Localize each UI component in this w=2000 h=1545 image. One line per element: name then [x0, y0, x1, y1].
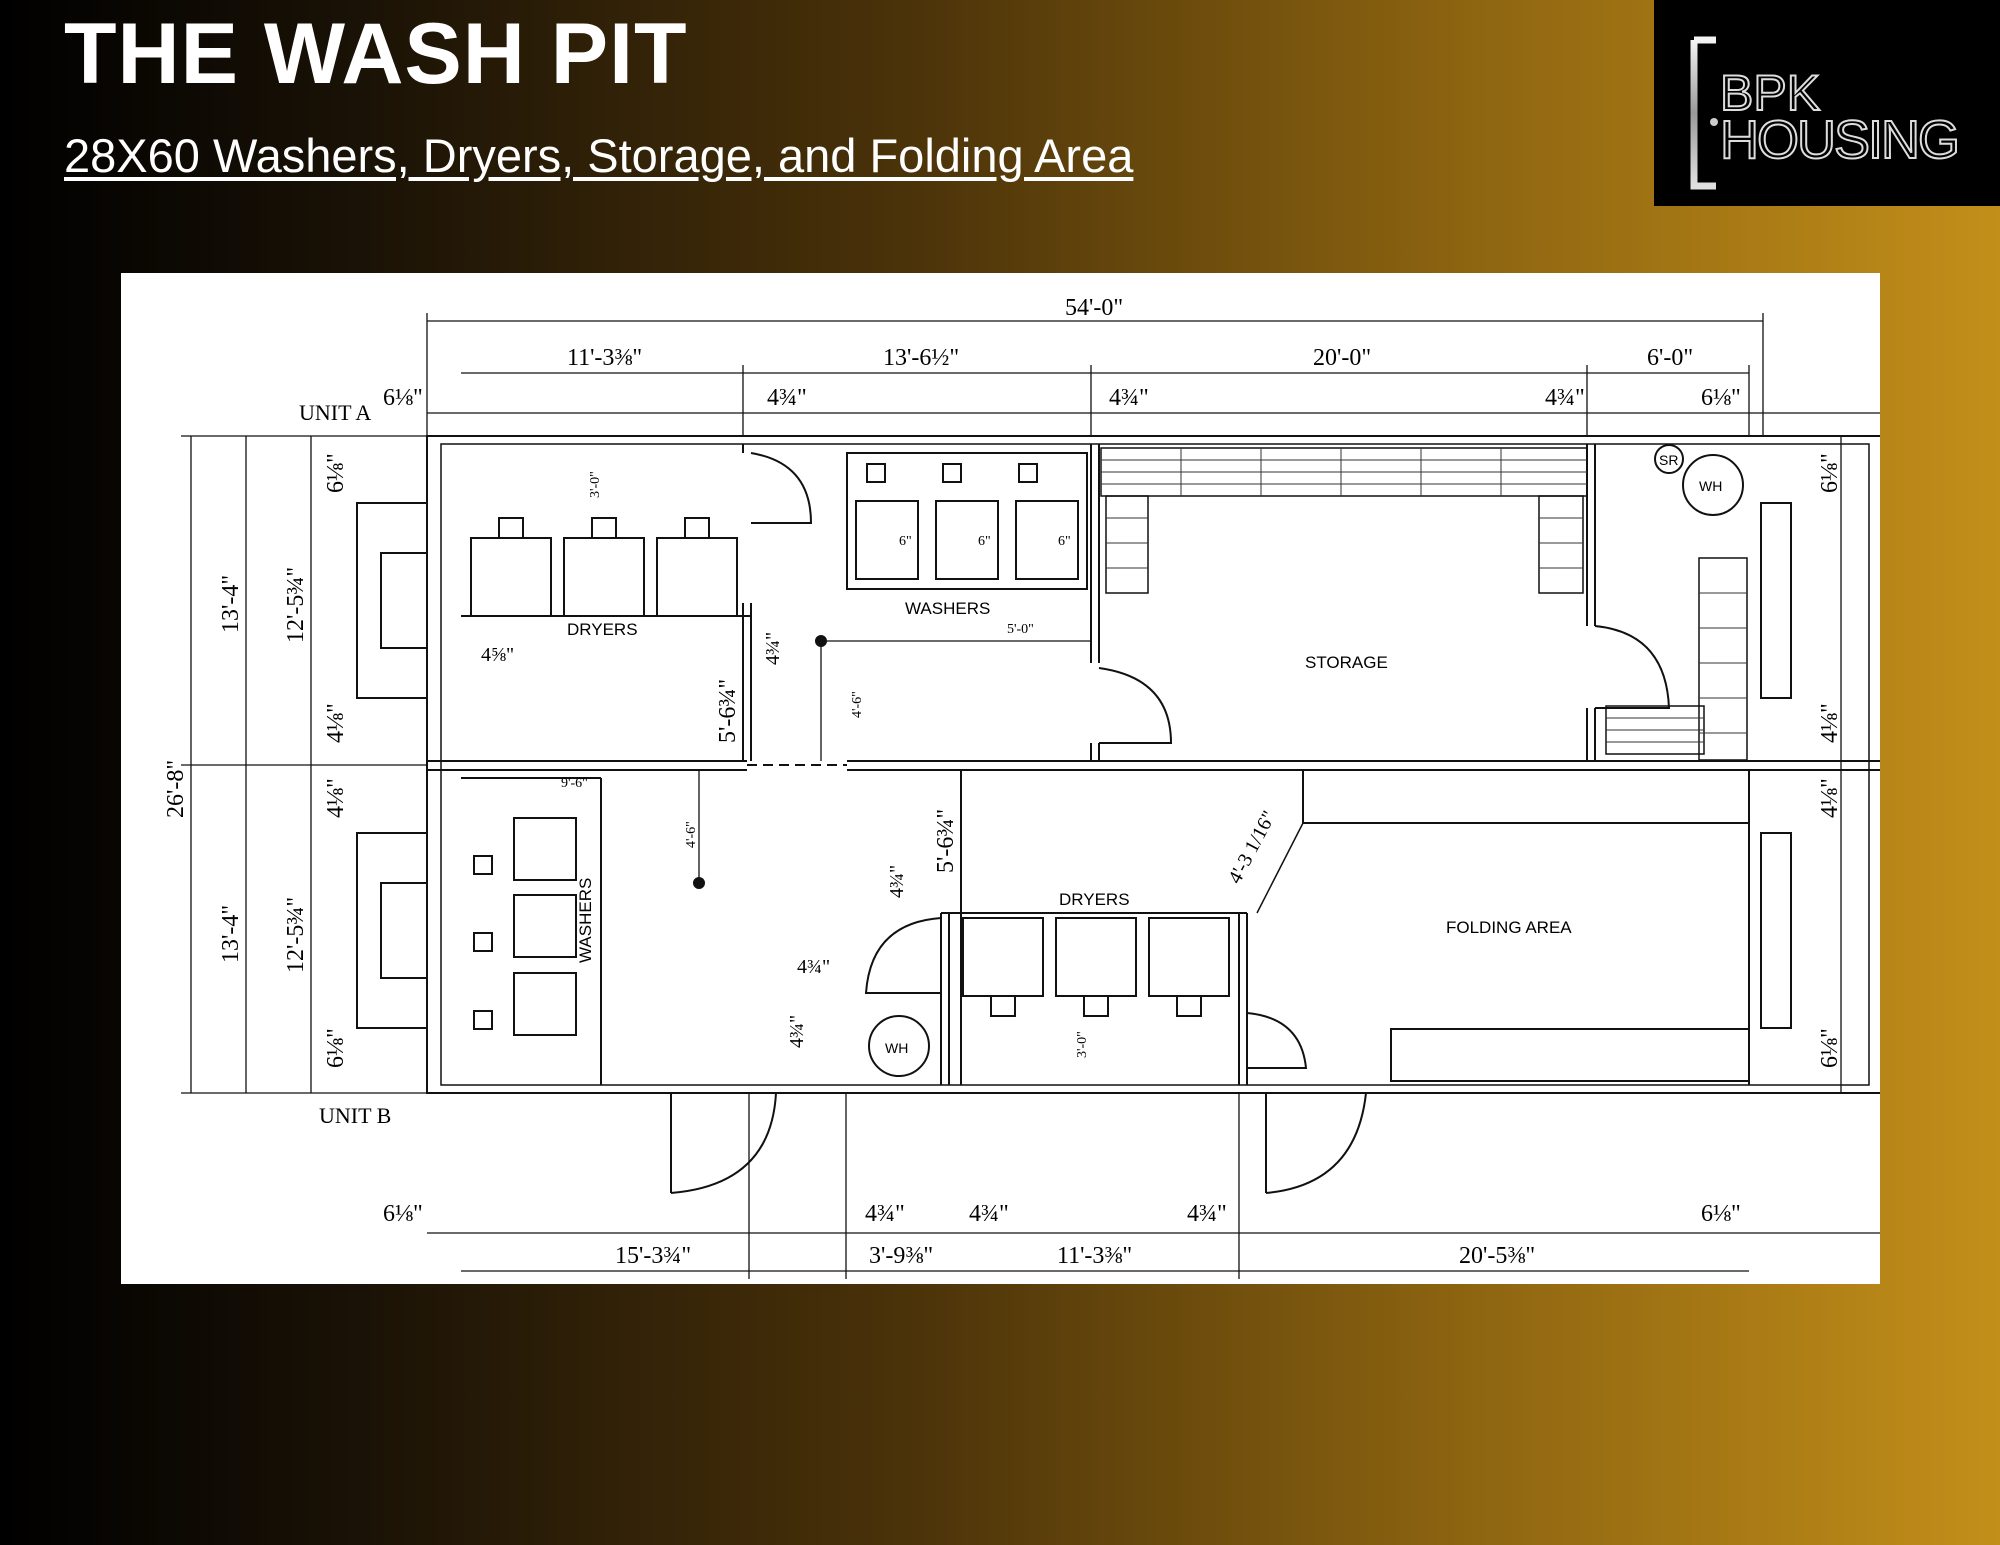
dim-left-small-3: 4⅛" [323, 778, 349, 818]
dim-bottom-small-4: 4¾" [1187, 1201, 1227, 1227]
dim-wall-5: 4⅝" [481, 644, 514, 666]
unit-b-label: UNIT B [319, 1103, 391, 1128]
dim-bottom-small-3: 4¾" [969, 1201, 1009, 1227]
dim-dryer-depth-b: 5'-6¾" [933, 809, 959, 873]
dim-bottom-small-1: 6⅛" [383, 1201, 423, 1227]
dim-top-small-5: 6⅛" [1701, 385, 1741, 411]
dim-wall-3: 4¾" [797, 956, 830, 978]
dim-top-seg-2: 13'-6½" [883, 345, 959, 371]
dim-clear-3: 5'-0" [1007, 622, 1034, 637]
dim-bottom-seg-1: 15'-3¾" [615, 1243, 691, 1269]
dim-unit-height-a: 13'-4" [218, 575, 244, 633]
dim-right-small-1: 6⅛" [1817, 453, 1843, 493]
bpk-housing-logo: BPK HOUSING [1654, 0, 2000, 206]
dim-gap-3: 6" [1058, 534, 1071, 549]
logo-text-top: BPK [1720, 65, 1820, 121]
dim-inner-height-a: 12'-5¾" [283, 567, 309, 643]
dim-clear-1: 3'-0" [588, 471, 603, 498]
room-washers-a: WASHERS [905, 599, 990, 618]
dim-wall-2: 4¾" [886, 865, 908, 898]
dim-clear-6: 9'-6" [561, 776, 588, 791]
dim-overall-height: 26'-8" [163, 760, 189, 818]
dim-gap-2: 6" [978, 534, 991, 549]
dim-bottom-seg-4: 20'-5⅜" [1459, 1243, 1535, 1269]
room-washers-b: WASHERS [576, 878, 595, 963]
page-title: THE WASH PIT [64, 6, 688, 102]
dim-right-small-4: 6⅛" [1817, 1028, 1843, 1068]
fixture-wh-b: WH [885, 1040, 908, 1056]
dim-inner-height-b: 12'-5¾" [283, 897, 309, 973]
dim-dryer-depth-a: 5'-6¾" [715, 679, 741, 743]
dim-right-small-2: 4⅛" [1817, 703, 1843, 743]
floor-plan-drawing: UNIT A UNIT B DRYERS WASHERS STORAGE WAS… [163, 295, 1880, 1279]
dim-bottom-small-2: 4¾" [865, 1201, 905, 1227]
dim-clear-2: 3'-0" [1075, 1031, 1090, 1058]
room-dryers-b: DRYERS [1059, 890, 1130, 909]
dim-bottom-seg-3: 11'-3⅜" [1057, 1243, 1132, 1269]
dim-clear-4: 4'-6" [850, 691, 865, 718]
logo-graphic: BPK HOUSING [1690, 36, 1961, 190]
dim-wall-4: 4¾" [786, 1015, 808, 1048]
dim-bottom-small-5: 6⅛" [1701, 1201, 1741, 1227]
dim-gap-1: 6" [899, 534, 912, 549]
dim-top-seg-3: 20'-0" [1313, 345, 1371, 371]
dim-top-seg-1: 11'-3⅜" [567, 345, 642, 371]
dim-unit-height-b: 13'-4" [218, 905, 244, 963]
dim-angle-wall: 4'-3 1/16" [1224, 807, 1281, 887]
dim-top-small-1: 6⅛" [383, 385, 423, 411]
dim-wall-1: 4¾" [762, 632, 784, 665]
fixture-sr: SR [1659, 452, 1678, 468]
dim-overall-width: 54'-0" [1065, 295, 1123, 321]
dim-top-small-3: 4¾" [1109, 385, 1149, 411]
dim-left-small-2: 4⅛" [323, 703, 349, 743]
page-subtitle: 28X60 Washers, Dryers, Storage, and Fold… [64, 129, 1134, 182]
room-storage: STORAGE [1305, 653, 1388, 672]
dim-top-small-4: 4¾" [1545, 385, 1585, 411]
fixture-wh-a: WH [1699, 478, 1722, 494]
dim-bottom-seg-2: 3'-9⅜" [869, 1243, 933, 1269]
dim-top-small-2: 4¾" [767, 385, 807, 411]
dim-top-seg-4: 6'-0" [1647, 345, 1693, 371]
dim-left-small-4: 6⅛" [323, 1028, 349, 1068]
room-folding-area: FOLDING AREA [1446, 918, 1572, 937]
floor-plan: UNIT A UNIT B DRYERS WASHERS STORAGE WAS… [121, 273, 1880, 1284]
room-dryers-a: DRYERS [567, 620, 638, 639]
exterior-wall [426, 435, 1880, 1094]
dim-clear-5: 4'-6" [684, 821, 699, 848]
dim-left-small-1: 6⅛" [323, 453, 349, 493]
unit-a-label: UNIT A [299, 400, 371, 425]
dim-right-small-3: 4⅛" [1817, 778, 1843, 818]
logo-text-bottom: HOUSING [1720, 110, 1958, 170]
